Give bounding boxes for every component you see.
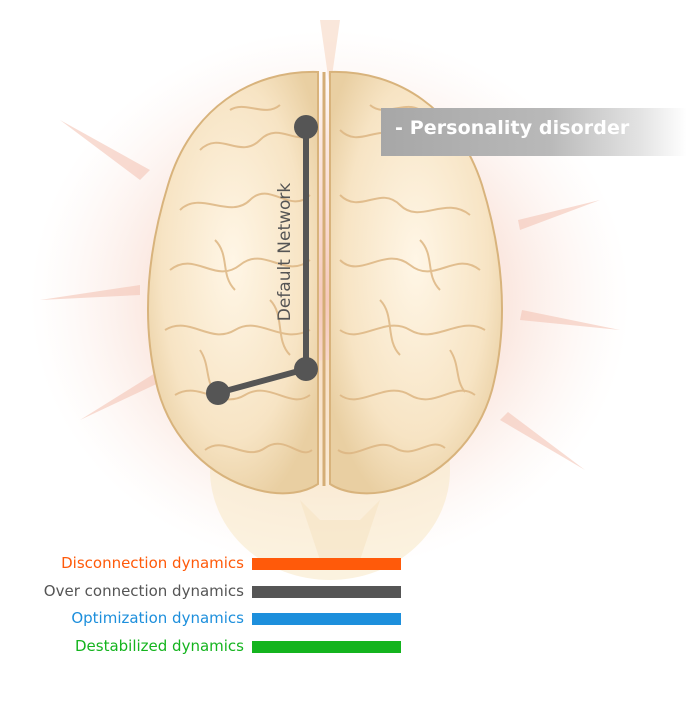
legend-item-destabilized: Destabilized dynamics <box>0 635 420 659</box>
legend-label: Over connection dynamics <box>43 582 244 600</box>
network-node <box>294 357 318 381</box>
legend-item-optimization: Optimization dynamics <box>0 607 420 631</box>
legend-swatch <box>252 586 401 598</box>
legend-label: Disconnection dynamics <box>61 554 244 572</box>
brain <box>146 70 504 495</box>
legend-item-disconnection: Disconnection dynamics <box>0 552 420 576</box>
legend-label: Destabilized dynamics <box>74 637 244 655</box>
legend-swatch <box>252 613 401 625</box>
legend-item-over-connection: Over connection dynamics <box>0 580 420 604</box>
legend-label: Optimization dynamics <box>71 609 244 627</box>
network-connector <box>215 366 309 396</box>
condition-label: - Personality disorder <box>395 117 630 139</box>
default-network-label: Default Network <box>275 182 295 322</box>
condition-banner: - Personality disorder <box>381 108 687 156</box>
network-node <box>294 115 318 139</box>
legend-swatch <box>252 558 401 570</box>
legend-swatch <box>252 641 401 653</box>
network-node <box>206 381 230 405</box>
default-network <box>206 115 318 405</box>
